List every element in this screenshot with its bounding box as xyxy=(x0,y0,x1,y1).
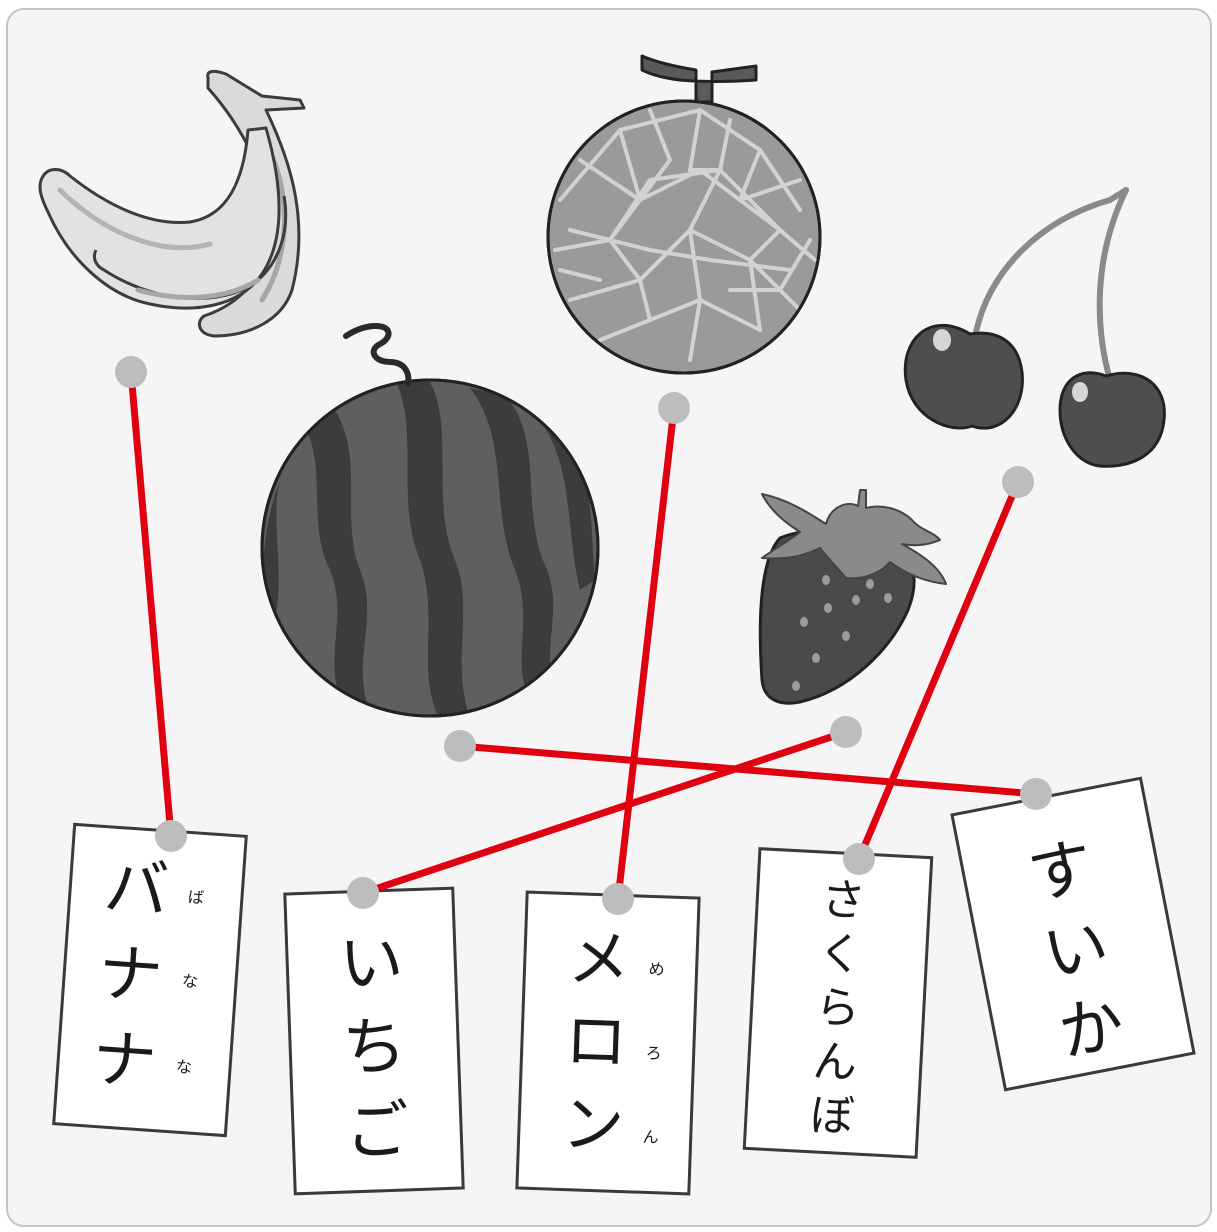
dot-card-ichigo[interactable] xyxy=(347,877,379,909)
connector-lines xyxy=(127,368,1040,903)
card-melon-char-3: ン xyxy=(561,1087,626,1162)
card-melon[interactable]: メ ロ ン め ろ ん xyxy=(515,890,701,1196)
strawberry-icon[interactable] xyxy=(758,489,947,705)
connector-cherry xyxy=(855,478,1022,863)
banana-icon[interactable] xyxy=(38,69,306,338)
card-banana-ruby-2: な xyxy=(181,971,198,991)
card-melon-ruby-3: ん xyxy=(642,1127,659,1147)
connector-watermelon xyxy=(456,742,1040,798)
card-sakuranbo-char-2: く xyxy=(817,928,864,981)
dot-watermelon[interactable] xyxy=(444,730,476,762)
card-sakuranbo-char-1: さ xyxy=(820,874,867,927)
card-banana-char-2: ナ xyxy=(96,936,165,1014)
connector-melon xyxy=(614,404,678,903)
dot-card-banana[interactable] xyxy=(155,820,187,852)
card-melon-char-1: メ xyxy=(567,922,632,997)
card-suika[interactable]: す い か xyxy=(950,776,1196,1092)
card-suika-char-2: い xyxy=(1038,908,1115,993)
dot-card-melon[interactable] xyxy=(602,883,634,915)
cherry-icon[interactable] xyxy=(903,187,1166,468)
card-sakuranbo[interactable]: さ く ら ん ぼ xyxy=(742,847,934,1159)
dot-card-suika[interactable] xyxy=(1020,778,1052,810)
card-ichigo-char-3: ご xyxy=(344,1094,411,1170)
card-banana-char-3: ナ xyxy=(90,1022,159,1100)
card-sakuranbo-char-3: ら xyxy=(814,982,861,1035)
dot-card-sakuranbo[interactable] xyxy=(843,843,875,875)
dot-banana[interactable] xyxy=(115,356,147,388)
card-suika-char-3: か xyxy=(1053,987,1130,1072)
card-ichigo-char-1: い xyxy=(338,926,405,1002)
watermelon-icon[interactable] xyxy=(260,322,600,720)
card-ichigo[interactable]: い ち ご xyxy=(283,886,465,1196)
connector-strawberry xyxy=(359,728,850,897)
connector-banana xyxy=(127,368,175,840)
card-banana-char-1: バ xyxy=(102,851,171,929)
dot-strawberry[interactable] xyxy=(830,716,862,748)
card-sakuranbo-char-4: ん xyxy=(812,1036,859,1089)
card-melon-ruby-2: ろ xyxy=(645,1043,662,1063)
dot-cherry[interactable] xyxy=(1002,466,1034,498)
dot-melon[interactable] xyxy=(658,392,690,424)
card-banana-ruby-3: な xyxy=(175,1057,192,1077)
card-melon-char-2: ロ xyxy=(564,1004,629,1079)
connector-dots xyxy=(115,356,1052,915)
card-banana-ruby-1: ば xyxy=(187,887,204,907)
card-suika-char-1: す xyxy=(1023,830,1100,915)
melon-icon[interactable] xyxy=(546,54,822,375)
card-banana[interactable]: バ ナ ナ ば な な xyxy=(52,822,248,1138)
card-ichigo-char-2: ち xyxy=(341,1010,408,1086)
card-sakuranbo-char-5: ぼ xyxy=(809,1090,856,1143)
card-melon-ruby-1: め xyxy=(648,959,665,979)
